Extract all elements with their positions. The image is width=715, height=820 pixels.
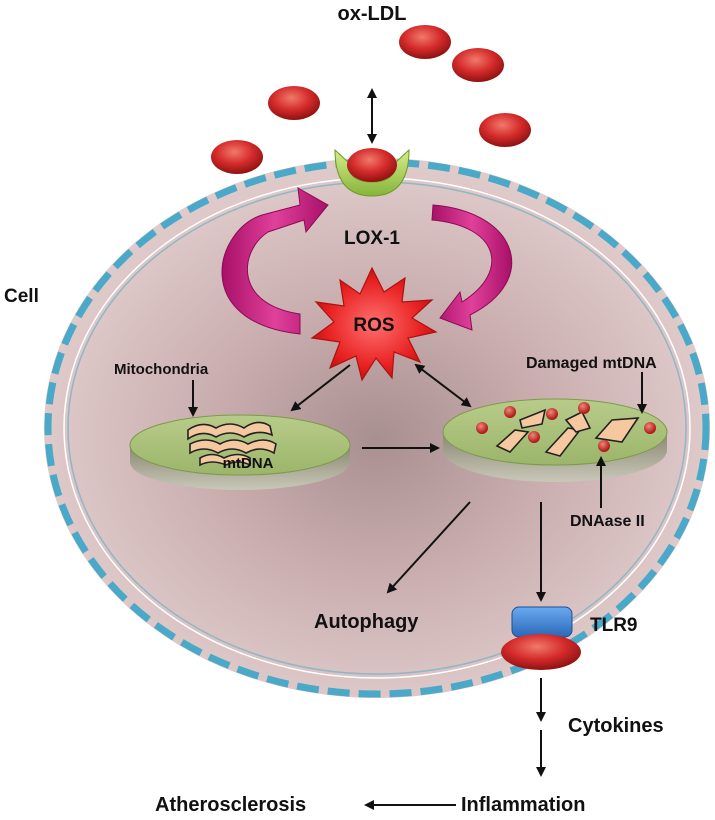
dnaase-dot xyxy=(578,402,590,414)
cycle-arrow-right xyxy=(431,204,512,331)
ldl-particle xyxy=(211,140,263,174)
mtdna-strand xyxy=(189,439,277,455)
bound-ldl-particle xyxy=(347,148,397,182)
dnaase-dot xyxy=(504,406,516,418)
labels: ox-LDL LOX-1 Cell ROS Mitochondria mtDNA… xyxy=(4,3,664,816)
cycle-arrow-left xyxy=(221,187,329,335)
label-mtdna: mtDNA xyxy=(223,455,274,472)
label-mitochondria: Mitochondria xyxy=(114,361,209,378)
label-atherosclerosis: Atherosclerosis xyxy=(155,794,306,816)
dnaase-dot xyxy=(644,422,656,434)
dnaase-dot xyxy=(528,431,540,443)
mtdna-fragment xyxy=(594,417,640,443)
mtdna-fragment xyxy=(519,408,547,429)
ox-ldl-particles xyxy=(211,25,531,174)
mtdna-strand xyxy=(187,421,274,441)
tlr9-top xyxy=(511,606,573,638)
tlr9-receptor xyxy=(501,606,581,670)
ldl-particle xyxy=(399,25,451,59)
dnaase-dot xyxy=(598,440,610,452)
mito-right-top xyxy=(442,398,668,466)
label-autophagy: Autophagy xyxy=(314,611,419,633)
label-lox1: LOX-1 xyxy=(344,228,400,249)
dnaase-dot xyxy=(546,408,558,420)
ros-star xyxy=(310,266,438,382)
ldl-particle xyxy=(268,86,320,120)
mtdna-strands xyxy=(187,421,277,467)
label-inflammation: Inflammation xyxy=(461,794,585,816)
mtdna-strand xyxy=(199,453,251,467)
lox1-receptor xyxy=(334,148,410,197)
arrow-to-autophagy xyxy=(386,501,471,594)
label-dnaase: DNAase II xyxy=(570,513,645,530)
ros-cycle-arrows xyxy=(221,187,512,335)
arrow-ros-damaged xyxy=(414,363,472,408)
mtdna-fragment xyxy=(495,429,530,453)
label-tlr9: TLR9 xyxy=(590,615,638,636)
mtdna-fragment xyxy=(564,410,592,433)
mitochondrion-damaged xyxy=(442,398,668,482)
mitochondrion-healthy xyxy=(129,414,351,490)
damaged-mtdna-fragments xyxy=(495,408,640,457)
label-cell: Cell xyxy=(4,286,39,307)
dnaase-dots xyxy=(476,402,656,452)
tlr9-bottom xyxy=(501,634,581,670)
label-damaged-mtdna: Damaged mtDNA xyxy=(526,355,657,372)
label-cytokines: Cytokines xyxy=(568,715,664,737)
ldl-particle xyxy=(452,48,504,82)
label-ox-ldl: ox-LDL xyxy=(338,3,407,25)
ldl-particle xyxy=(479,113,531,147)
arrows xyxy=(188,363,647,810)
label-ros: ROS xyxy=(353,315,394,336)
dnaase-dot xyxy=(476,422,488,434)
arrow-ros-to-mito xyxy=(290,364,351,412)
lox1-cup xyxy=(334,148,410,197)
ros-burst xyxy=(310,266,438,382)
cytoplasm xyxy=(44,158,710,698)
